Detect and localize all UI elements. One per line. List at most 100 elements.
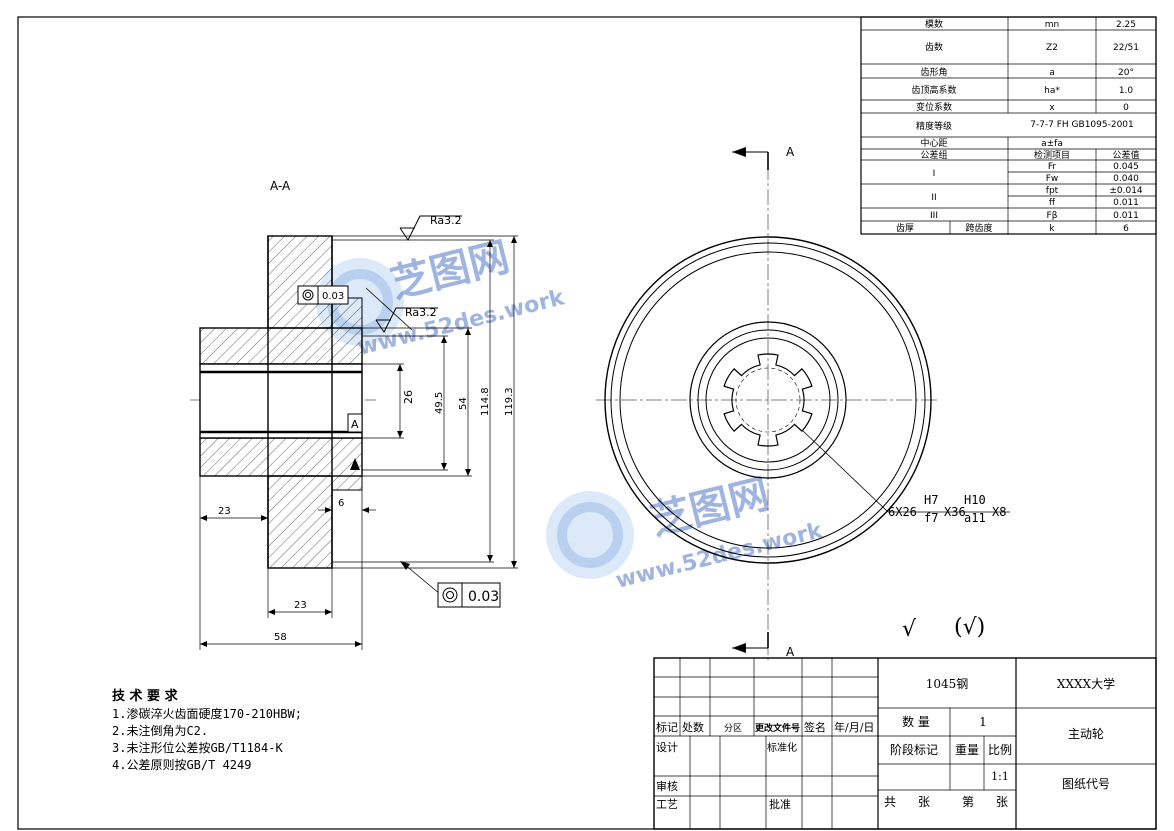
tolerance-value: 0.03 — [322, 291, 344, 302]
dim-49-5: 49.5 — [434, 392, 445, 414]
spline-prefix: 6X26 — [888, 505, 917, 519]
svg-text:a: a — [1049, 68, 1055, 78]
finish-mark-paren: (√) — [954, 615, 985, 640]
process: 工艺 — [656, 798, 678, 811]
dim-114-8: 114.8 — [480, 387, 491, 416]
svg-text:精度等级: 精度等级 — [916, 120, 952, 132]
sheet-unit: 张 — [996, 795, 1008, 809]
sheet-no: 第 — [962, 795, 974, 809]
svg-text:a±fa: a±fa — [1041, 139, 1063, 149]
svg-text:0: 0 — [1123, 103, 1129, 113]
spline-fit2-top: H10 — [964, 493, 986, 507]
tolerance-frame-2: 0.03 — [400, 561, 501, 608]
svg-text:1.0: 1.0 — [1119, 86, 1134, 96]
quantity: 1 — [979, 715, 987, 729]
dim-119-3: 119.3 — [504, 387, 515, 416]
rev-header: 处数 — [682, 721, 704, 734]
surface-finish-1: Ra3.2 — [399, 214, 462, 241]
svg-text:跨齿度: 跨齿度 — [965, 222, 992, 234]
svg-text:0.040: 0.040 — [1113, 174, 1139, 184]
svg-text:齿顶高系数: 齿顶高系数 — [911, 84, 956, 96]
svg-text:0.011: 0.011 — [1113, 198, 1139, 208]
tech-req-item: 1.渗碳淬火齿面硬度170-210HBW; — [112, 706, 302, 721]
material: 1045钢 — [926, 677, 969, 691]
gear-parameter-table: 模数 mn 2.25 齿数 Z2 22/51 齿形角 a 20° 齿顶高系数 h… — [860, 16, 1157, 235]
review: 审核 — [656, 779, 678, 793]
section-arrow-bottom: A — [732, 632, 795, 659]
hub-lower — [199, 437, 363, 477]
svg-text:6: 6 — [1123, 224, 1129, 234]
finish-mark-main: √ — [902, 617, 917, 642]
rev-header: 标记 — [656, 720, 678, 734]
svg-text:Ra3.2: Ra3.2 — [430, 214, 462, 227]
svg-text:齿数: 齿数 — [925, 41, 943, 53]
design: 设计 — [656, 741, 678, 754]
svg-text:ff: ff — [1049, 198, 1056, 208]
part-name: 主动轮 — [1068, 727, 1104, 741]
svg-text:Fβ: Fβ — [1047, 211, 1058, 221]
section-view: A-A 0.03 A — [190, 179, 518, 650]
approve: 批准 — [769, 797, 791, 811]
spline-suffix: X8 — [992, 505, 1006, 519]
rev-header: 年/月/日 — [834, 720, 874, 734]
svg-text:齿形角: 齿形角 — [920, 66, 947, 78]
svg-text:2.25: 2.25 — [1116, 20, 1136, 30]
svg-text:k: k — [1049, 224, 1055, 234]
svg-text:0.011: 0.011 — [1113, 211, 1139, 221]
svg-text:变位系数: 变位系数 — [916, 101, 952, 113]
svg-text:A: A — [786, 145, 795, 159]
rev-header: 更改文件号 — [755, 722, 800, 734]
section-label: A-A — [270, 179, 291, 193]
front-view — [596, 164, 1010, 660]
tech-req-title: 技 术 要 求 — [112, 688, 179, 704]
svg-text:Fw: Fw — [1046, 174, 1059, 184]
school: XXXX大学 — [1057, 676, 1115, 691]
svg-text:20°: 20° — [1118, 68, 1134, 78]
spline-fit1-top: H7 — [924, 493, 938, 507]
tolerance-frame-1: 0.03 — [297, 285, 349, 305]
dim-23-b: 23 — [294, 600, 307, 611]
svg-text:Z2: Z2 — [1046, 43, 1058, 53]
svg-text:Fr: Fr — [1048, 162, 1057, 172]
quantity-label: 数 量 — [902, 714, 930, 729]
scale: 1:1 — [991, 770, 1009, 783]
spline-bore — [723, 353, 813, 447]
hub-circle — [689, 321, 847, 479]
gear-rim-upper — [267, 235, 333, 329]
svg-text:mn: mn — [1045, 20, 1059, 30]
hub-upper — [199, 327, 363, 365]
gear-rim-lower — [267, 475, 333, 569]
vertical-dimensions — [332, 235, 518, 569]
svg-text:II: II — [931, 193, 936, 203]
tolerance-value: 0.03 — [468, 589, 499, 605]
tech-req-item: 2.未注倒角为C2. — [112, 723, 208, 738]
svg-text:ha*: ha* — [1044, 86, 1060, 96]
total-sheets: 共 — [884, 795, 896, 809]
svg-text:模数: 模数 — [925, 18, 943, 30]
svg-text:±0.014: ±0.014 — [1109, 186, 1143, 196]
svg-text:中心距: 中心距 — [920, 137, 947, 149]
svg-text:7-7-7 FH GB1095-2001: 7-7-7 FH GB1095-2001 — [1030, 120, 1134, 130]
dim-58: 58 — [274, 632, 287, 643]
dim-6: 6 — [338, 498, 344, 509]
spline-fit1-bot: f7 — [924, 511, 938, 525]
svg-text:A: A — [786, 645, 795, 659]
svg-text:22/51: 22/51 — [1113, 43, 1139, 53]
svg-text:I: I — [933, 169, 936, 179]
dim-26: 26 — [402, 390, 415, 404]
stage-label: 阶段标记 — [890, 742, 938, 757]
svg-text:检测项目: 检测项目 — [1034, 149, 1070, 161]
svg-text:齿厚: 齿厚 — [896, 223, 914, 234]
drawing-no-label: 图纸代号 — [1062, 777, 1110, 791]
svg-text:x: x — [1049, 103, 1055, 113]
svg-text:公差值: 公差值 — [1112, 149, 1139, 161]
svg-text:A: A — [351, 418, 359, 431]
gear-outer-circle — [604, 236, 932, 564]
svg-text:公差组: 公差组 — [920, 149, 947, 161]
spline-mid: X36 — [944, 505, 966, 519]
technical-requirements: 技 术 要 求 1.渗碳淬火齿面硬度170-210HBW; 2.未注倒角为C2.… — [112, 688, 302, 772]
rev-header: 分区 — [724, 723, 742, 734]
section-arrow-top: A — [732, 145, 795, 170]
horizontal-dimensions — [199, 460, 376, 650]
